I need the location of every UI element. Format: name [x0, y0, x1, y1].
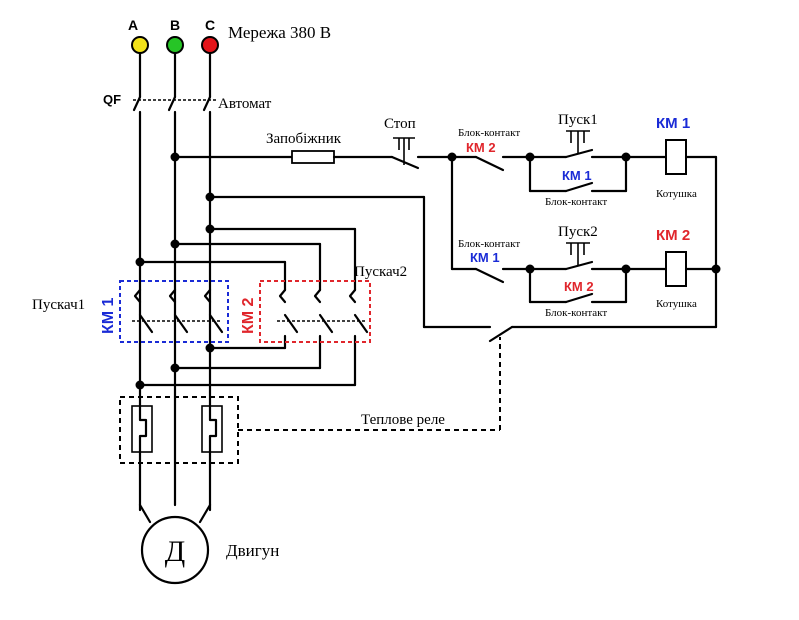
coil-km2-label: КМ 2: [656, 227, 690, 244]
phase-c-terminal: [201, 36, 219, 54]
thermal-relay-label: Теплове реле: [361, 412, 445, 428]
coil-km1: [665, 139, 687, 175]
circuit-breaker: QF Автомат: [103, 51, 272, 112]
contactor-km2: КМ 2: [240, 280, 371, 343]
coil-km1-caption: Котушка: [656, 188, 697, 200]
start1-label: Пуск1: [558, 112, 598, 128]
rung1-aux-contact-label: Блок-контакт: [458, 127, 520, 139]
contactor-km1: КМ 1: [100, 280, 229, 343]
motor: Д Двигун: [138, 503, 279, 585]
km2-frame-label: КМ 2: [240, 297, 257, 334]
coil-km1-label: КМ 1: [656, 115, 690, 132]
stop-button: Стоп: [384, 116, 454, 170]
fuse-label: Запобіжник: [266, 131, 342, 147]
km1-frame-label: КМ 1: [100, 297, 117, 334]
stop-label: Стоп: [384, 116, 416, 132]
fuse: [291, 150, 335, 164]
thermal-relay-frame: [119, 396, 239, 464]
km2-frame: [259, 280, 371, 343]
motor-circle: [140, 515, 210, 585]
thermal-element-1: [131, 405, 153, 453]
phase-b-label: B: [170, 17, 180, 33]
rung1-hold-km1-label: КМ 1: [562, 168, 592, 183]
rung1-aux-km2-label: КМ 2: [466, 140, 496, 155]
thermal-relay: Теплове реле: [119, 337, 501, 464]
motor-symbol: Д: [165, 535, 185, 568]
rung-1: Блок-контакт КМ 2 Пуск1 КМ 1 Блок-контак…: [450, 112, 718, 208]
rung2-aux-km1-label: КМ 1: [470, 250, 500, 265]
control-feed: Запобіжник: [173, 131, 394, 164]
contactor1-label: Пускач1: [32, 297, 85, 313]
coil-km2: [665, 251, 687, 287]
phase-a-terminal: [131, 36, 149, 54]
phase-a-label: A: [128, 17, 138, 33]
start2-label: Пуск2: [558, 224, 598, 240]
rung-2: Блок-контакт КМ 1 Пуск2 КМ 2 Блок-контак…: [450, 155, 718, 319]
coil-km2-caption: Котушка: [656, 298, 697, 310]
rung2-hold-km2-label: КМ 2: [564, 279, 594, 294]
breaker-label: Автомат: [218, 96, 272, 112]
phase-c-label: C: [205, 17, 215, 33]
contactor-feed-wiring: [138, 227, 357, 387]
phase-b-terminal: [166, 36, 184, 54]
phase-terminals: A B C Мережа 380 В: [128, 17, 331, 54]
motor-label: Двигун: [226, 541, 279, 560]
rung1-hold-aux-label: Блок-контакт: [545, 196, 607, 208]
junction-dots: [135, 152, 721, 390]
thermal-element-2: [201, 405, 223, 453]
rung2-aux-contact-label: Блок-контакт: [458, 238, 520, 250]
rung2-hold-aux-label: Блок-контакт: [545, 307, 607, 319]
contactor2-label: Пускач2: [354, 264, 407, 280]
network-label: Мережа 380 В: [228, 23, 331, 42]
control-return: [208, 155, 718, 343]
qf-label: QF: [103, 92, 121, 107]
